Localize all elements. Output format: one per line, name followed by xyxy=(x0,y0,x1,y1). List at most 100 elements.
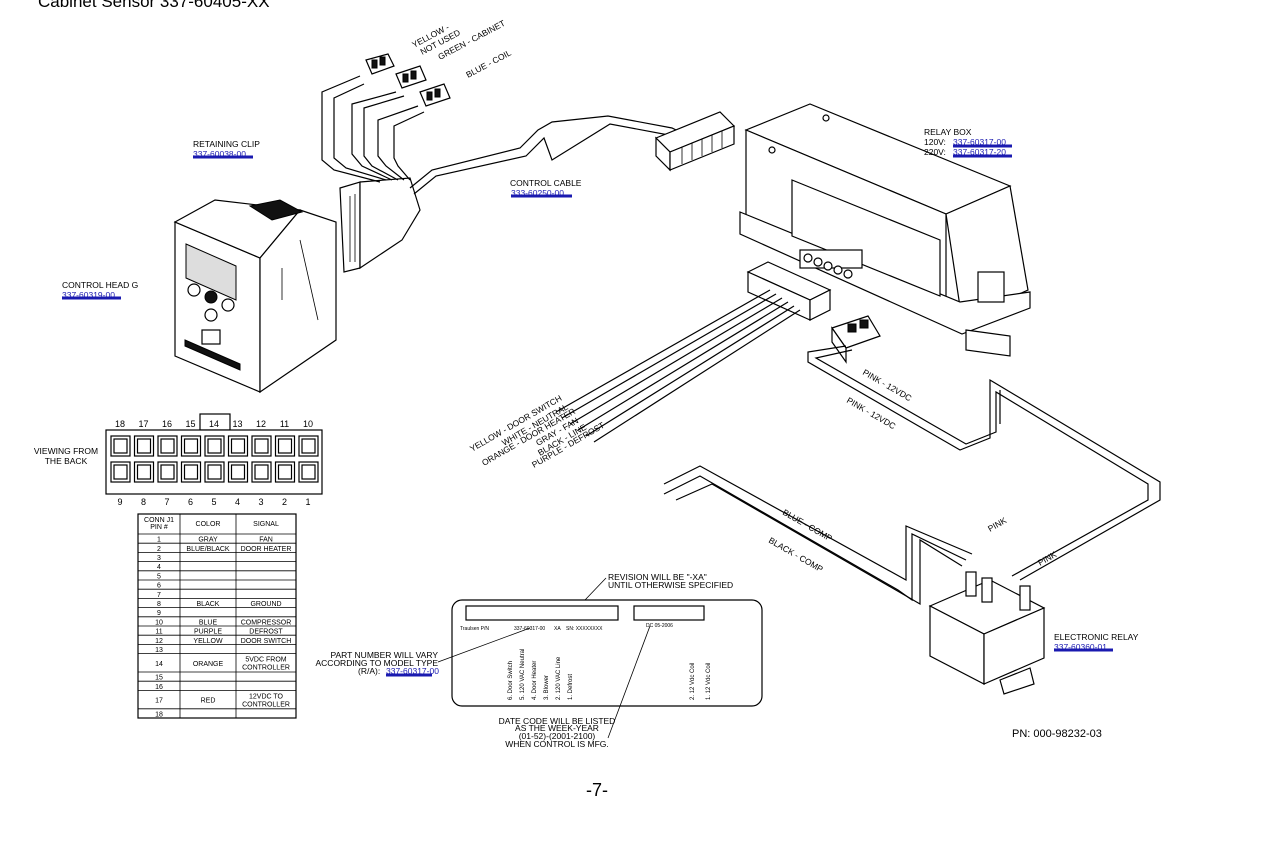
pin-number-bottom: 2 xyxy=(282,497,287,507)
table-cell: 14 xyxy=(155,661,163,668)
table-cell: PURPLE xyxy=(194,629,222,636)
pin-socket xyxy=(160,438,175,454)
table-cell: DOOR HEATER xyxy=(241,546,292,553)
pin-number-top: 18 xyxy=(115,419,125,429)
plate-terminal-label: 2. 120 VAC Line xyxy=(556,656,562,700)
table-cell: YELLOW xyxy=(193,638,223,645)
table-cell: ORANGE xyxy=(193,661,224,668)
table-frame xyxy=(137,513,297,719)
plate-terminal-label: 5. 120 VAC Neutral xyxy=(520,649,526,700)
relay-box-120-label: 120V: xyxy=(924,137,946,147)
part-note-pn: 337-60317-00 xyxy=(386,666,439,676)
part-note-1: PART NUMBER WILL VARY xyxy=(330,650,438,660)
pin-number-bottom: 1 xyxy=(305,497,310,507)
table-cell: 16 xyxy=(155,684,163,691)
table-cell: 17 xyxy=(155,698,163,705)
table-cell: 13 xyxy=(155,647,163,654)
relay-box-label: RELAY BOX xyxy=(924,127,972,137)
plate-coil-label: 1. 12 Vdc Coil xyxy=(706,663,712,700)
control-head xyxy=(173,199,337,394)
table-cell: DEFROST xyxy=(249,629,283,636)
control-head-pn: 337-60319-00 xyxy=(62,290,115,300)
pin-socket xyxy=(230,464,246,480)
table-cell: BLUE xyxy=(199,619,218,626)
pink-connector xyxy=(831,315,881,364)
date-note-1: DATE CODE WILL BE LISTED xyxy=(499,716,616,726)
table-cell: CONTROLLER xyxy=(242,665,290,672)
pin-socket xyxy=(183,438,199,454)
table-cell: 6 xyxy=(157,583,161,590)
pin-number-bottom: 3 xyxy=(258,497,263,507)
pin-socket xyxy=(136,464,152,480)
electronic-relay xyxy=(928,571,1046,695)
date-note-4: WHEN CONTROL IS MFG. xyxy=(505,739,609,749)
bundle-connector xyxy=(746,261,832,321)
viewing-label-1: VIEWING FROM xyxy=(34,446,98,456)
table-cell: 3 xyxy=(157,555,161,562)
pin-number-top: 17 xyxy=(138,419,148,429)
part-number-footer: PN: 000-98232-03 xyxy=(1012,728,1102,740)
table-cell: BLUE/BLACK xyxy=(186,546,230,553)
revision-note-1: REVISION WILL BE "-XA" xyxy=(608,572,707,582)
viewing-label-2: THE BACK xyxy=(45,456,88,466)
table-cell: 18 xyxy=(155,711,163,718)
pin-socket xyxy=(277,464,293,480)
table-header: CONN J1 xyxy=(144,517,174,524)
pin-number-bottom: 6 xyxy=(188,497,193,507)
plate-terminal-label: 1. Defrost xyxy=(568,674,574,700)
pin-number-top: 13 xyxy=(232,419,242,429)
electronic-relay-label: ELECTRONIC RELAY xyxy=(1054,632,1139,642)
plate-terminal-label: 3. Blower xyxy=(544,675,550,700)
pin-number-top: 11 xyxy=(280,419,289,429)
pin-socket xyxy=(230,438,246,454)
table-cell: 9 xyxy=(157,610,161,617)
pin-socket xyxy=(207,438,222,454)
pin-socket xyxy=(160,464,175,480)
plate-rev: XA xyxy=(554,626,561,632)
pin-number-bottom: 8 xyxy=(141,497,146,507)
table-cell: 15 xyxy=(155,675,163,682)
table-cell: 7 xyxy=(157,592,161,599)
label-plate: REVISION WILL BE "-XA" UNTIL OTHERWISE S… xyxy=(316,572,763,749)
table-cell: 1 xyxy=(157,537,161,544)
retaining-clip-label: RETAINING CLIP xyxy=(193,139,260,149)
pin-number-top: 15 xyxy=(185,419,195,429)
table-cell: 2 xyxy=(157,546,161,553)
cable-connector xyxy=(654,111,736,172)
table-header: SIGNAL xyxy=(253,521,279,528)
black-comp-label: BLACK - COMP xyxy=(767,535,825,574)
table-cell: 5 xyxy=(157,573,161,580)
plate-terminal-label: 4. Door Heater xyxy=(532,661,538,700)
relay-box-220-pn: 337-60317-20 xyxy=(953,147,1006,157)
pin-socket xyxy=(113,464,128,480)
pin-number-top: 10 xyxy=(303,419,313,429)
connector-back-view: VIEWING FROM THE BACK 189178167156145134… xyxy=(34,413,323,507)
plate-pn: 337-60317-00 xyxy=(514,626,545,632)
pin-number-top: 14 xyxy=(209,419,219,429)
table-cell: 12 xyxy=(155,638,163,645)
control-cable-pn: 333-60250-00 xyxy=(511,188,564,198)
table-cell: COMPRESSOR xyxy=(241,619,292,626)
relay-box-220-label: 220V: xyxy=(924,147,946,157)
table-cell: GRAY xyxy=(198,537,218,544)
table-cell: 11 xyxy=(155,629,162,636)
part-note-2: ACCORDING TO MODEL TYPE xyxy=(316,658,439,668)
pin-number-bottom: 4 xyxy=(235,497,240,507)
table-cell: DOOR SWITCH xyxy=(241,638,292,645)
relay-box xyxy=(739,103,1031,357)
plate-dc: DC 05-2006 xyxy=(646,623,673,629)
table-header: COLOR xyxy=(196,521,221,528)
pin-socket xyxy=(207,464,222,480)
pin-socket xyxy=(113,438,128,454)
pin-socket xyxy=(301,464,316,480)
electronic-relay-pn: 337-60360-01 xyxy=(1054,642,1107,652)
date-note-2: AS THE WEEK-YEAR xyxy=(515,723,599,733)
table-cell: 8 xyxy=(157,601,161,608)
table-cell: 5VDC FROM xyxy=(245,657,286,664)
pin-number-top: 12 xyxy=(256,419,266,429)
plate-traulsen: Traulsen P/N xyxy=(460,626,489,632)
table-cell: CONTROLLER xyxy=(242,701,290,708)
pin-number-bottom: 7 xyxy=(164,497,169,507)
